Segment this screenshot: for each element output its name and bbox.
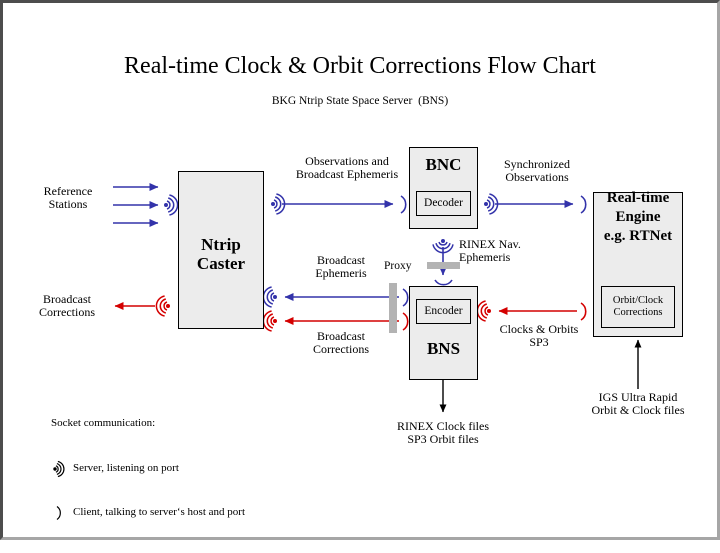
socket-server-caster-out-left (155, 295, 171, 317)
label-broadcast-corrections-mid: Broadcast Corrections (313, 329, 369, 357)
bnc-label: BNC (425, 155, 462, 174)
socket-client-icon (56, 505, 61, 520)
socket-client-bnc-in (400, 195, 407, 214)
decoder-box[interactable]: Decoder (416, 191, 471, 216)
socket-client-bns-corr-out (402, 312, 409, 331)
connector-layer (113, 183, 642, 413)
legend: Socket communication: Server, listening … (51, 392, 245, 548)
bns-label: BNS (426, 339, 461, 358)
socket-client-rte-in (580, 195, 587, 214)
label-broadcast-ephemeris: Broadcast Ephemeris (315, 253, 367, 281)
label-igs-ultra-rapid: IGS Ultra Rapid Orbit & Clock files (591, 390, 685, 418)
legend-client-row: Client, talking to server‘s host and por… (51, 504, 245, 523)
socket-server-caster-ephem-in (262, 286, 278, 308)
label-rinex-nav-ephemeris: RINEX Nav. Ephemeris (459, 237, 521, 265)
label-clocks-orbits-sp3: Clocks & Orbits SP3 (499, 322, 579, 350)
legend-server-row: Server, listening on port (51, 460, 179, 479)
label-observations-broadcast-ephemeris: Observations and Broadcast Ephemeris (295, 154, 399, 182)
label-proxy: Proxy (384, 260, 412, 272)
socket-server-caster-in (163, 194, 179, 216)
encoder-box[interactable]: Encoder (416, 299, 471, 324)
page-subtitle: BKG Ntrip State Space Server (BNS) (271, 95, 449, 107)
socket-client-bns-ephem-out (402, 288, 409, 307)
label-synchronized-observations: Synchronized Observations (504, 157, 570, 185)
ntrip-caster-box[interactable] (178, 171, 264, 329)
label-rinex-clock-sp3-files: RINEX Clock files SP3 Orbit files (397, 419, 489, 447)
legend-server-label: Server, listening on port (73, 462, 179, 475)
proxy-bar-vertical (427, 262, 460, 269)
proxy-bar-horizontal (389, 283, 397, 333)
realtime-engine-label: Real-time Engine e.g. RTNet (603, 190, 673, 245)
socket-server-icon (53, 461, 65, 478)
socket-server-bns-corr-in (476, 300, 492, 322)
label-reference-stations: Reference Stations (43, 184, 93, 212)
page-title: Real-time Clock & Orbit Corrections Flow… (124, 53, 596, 79)
orbit-clock-corrections-box[interactable]: Orbit/Clock Corrections (601, 286, 675, 328)
diagram-frame: Real-time Clock & Orbit Corrections Flow… (0, 0, 720, 540)
legend-heading: Socket communication: (51, 416, 156, 429)
legend-heading-row: Socket communication: (51, 417, 155, 436)
ntrip-caster-label: Ntrip Caster (196, 235, 246, 274)
socket-server-caster-corr-in (262, 310, 278, 332)
socket-client-rte-corr-out (580, 302, 587, 321)
arrow-reference-stations (113, 183, 159, 227)
label-broadcast-corrections-left: Broadcast Corrections (39, 292, 95, 320)
legend-client-label: Client, talking to server‘s host and por… (73, 505, 245, 518)
socket-client-bns-nav-in (434, 279, 453, 286)
